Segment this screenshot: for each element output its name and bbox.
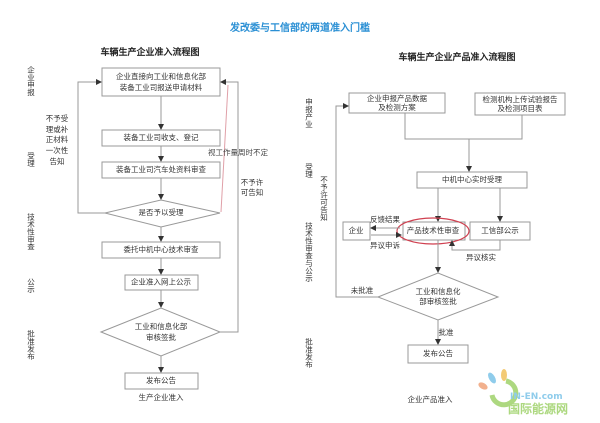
deny-note: 不予许	[241, 177, 264, 187]
svg-text:一次性: 一次性	[46, 145, 69, 155]
decision-text: 工业和信息化	[416, 286, 461, 296]
rejected-label: 未批准	[351, 285, 374, 295]
accept-decision	[104, 199, 221, 228]
verify-label: 异议核实	[466, 252, 496, 262]
box-text: 企业直接向工业和信息化部	[116, 71, 206, 81]
in-en-logo: IN-EN.com 国际能源网	[478, 369, 568, 416]
accept-box	[416, 171, 528, 189]
decision-text: 审核签批	[146, 332, 176, 342]
svg-text:不予受: 不予受	[46, 113, 69, 123]
deny-note: 可告知	[241, 187, 264, 197]
box-text: 装备工业司收支、登记	[124, 132, 199, 142]
stage-label: 批准发布	[304, 337, 313, 370]
stage-label: 申报产业	[304, 97, 313, 129]
publish-box	[407, 344, 469, 364]
svg-text:理或补: 理或补	[46, 124, 69, 134]
approved-label: 批准	[439, 327, 454, 337]
box-text: 企业申报产品数据	[367, 93, 427, 103]
stage-label: 技术性审查与公示	[304, 221, 313, 282]
feedback-label: 反馈结果	[370, 214, 400, 224]
logo-en: IN-EN.com	[510, 392, 563, 402]
stage-label: 受理	[26, 151, 35, 168]
svg-text:告知: 告知	[50, 156, 65, 166]
left-caption: 生产企业准入	[139, 392, 184, 402]
box-text: 发布公告	[423, 348, 453, 358]
left-title: 车辆生产企业准入流程图	[100, 46, 199, 58]
box-text: 委托中机中心技术审查	[124, 244, 199, 254]
box-text: 企业准入网上公示	[131, 277, 191, 287]
submit-box	[101, 67, 221, 97]
logo-cn: 国际能源网	[508, 401, 568, 416]
stage-label: 公示	[26, 278, 35, 293]
time-note: 视工作量周时不定	[208, 147, 268, 157]
decision-text: 部审核签批	[419, 296, 457, 306]
stage-label: 企业申报	[26, 65, 35, 98]
stage-label: 技术性审查	[26, 212, 35, 251]
enterprise-box	[342, 221, 371, 241]
decision-text: 工业和信息化部	[135, 321, 188, 331]
box-text: 及检测方案	[378, 102, 416, 112]
box-text: 产品技术性审查	[407, 225, 460, 235]
right-title: 车辆生产企业产品准入流程图	[398, 51, 515, 63]
product-review-box	[402, 221, 466, 241]
left-flowchart: 车辆生产企业准入流程图 企业申报 受理 技术性审查 公示 批准发布 不予受 理或…	[26, 46, 268, 402]
stage-label: 批准发布	[26, 329, 35, 362]
box-text: 装备工业司报送申请材料	[120, 82, 203, 92]
publish-box	[124, 372, 199, 390]
box-text: 工信部公示	[481, 225, 519, 235]
box-text: 发布公告	[146, 375, 176, 385]
reject-note: 不予受 理或补 正材料 一次性 告知	[46, 113, 69, 166]
svg-text:正材料: 正材料	[46, 134, 69, 144]
highlight-ellipse	[396, 217, 470, 245]
test-report-box	[474, 92, 566, 116]
submit-data-box	[348, 92, 446, 114]
deny-note: 不予许可告知	[319, 176, 328, 223]
appeal-label: 异议申诉	[370, 240, 400, 250]
box-text: 企业	[349, 225, 364, 235]
box-text: 及检测项目表	[498, 103, 543, 113]
approval-decision	[99, 307, 222, 357]
box-text: 检测机构上传试验报告	[483, 94, 558, 104]
right-flowchart: 车辆生产企业产品准入流程图 申报产业 受理 技术性审查与公示 批准发布 不予许可…	[304, 51, 566, 404]
decision-text: 是否予以受理	[139, 207, 184, 217]
stage-label: 受理	[304, 162, 313, 179]
main-title: 发改委与工信部的两道准入门槛	[229, 21, 370, 34]
box-text: 装备工业司汽车处资料审查	[116, 164, 206, 174]
approval-decision	[376, 272, 500, 321]
box-text: 中机中心实时受理	[442, 174, 502, 184]
right-caption: 企业产品准入	[408, 394, 453, 404]
